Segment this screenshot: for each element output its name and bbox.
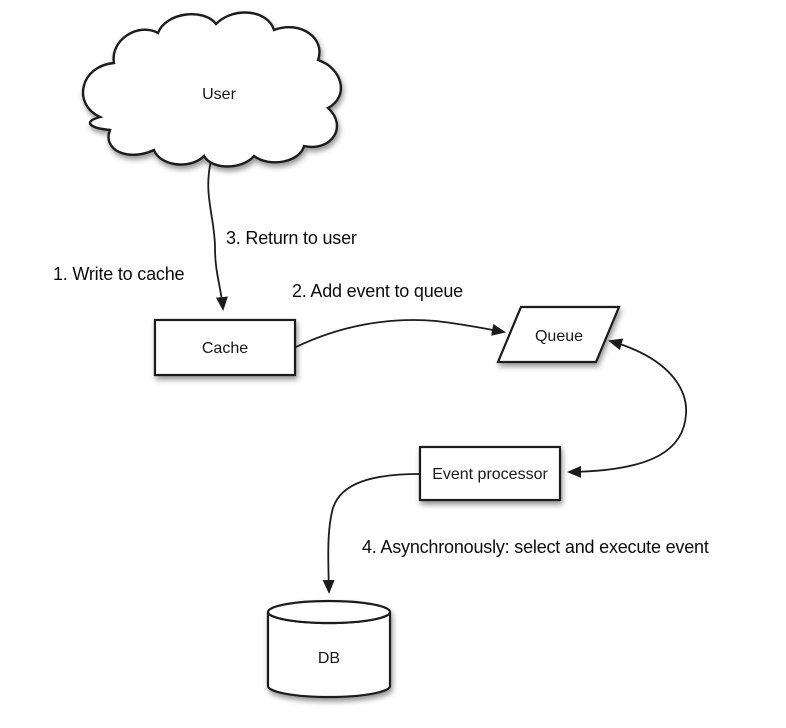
queue-parallelogram (496, 305, 621, 364)
node-cache: Cache (153, 318, 297, 377)
edge-queue-event-processor (567, 338, 687, 478)
cache-box (153, 318, 297, 377)
edge-event-processor-to-db (322, 473, 421, 594)
node-event-processor: Event processor (418, 445, 562, 502)
edge-user-to-cache (207, 160, 228, 311)
event-processor-box (418, 445, 562, 502)
edge-label-async-execute: 4. Asynchronously: select and execute ev… (362, 537, 709, 557)
node-label-db: DB (318, 650, 340, 667)
node-label-cache: Cache (202, 340, 248, 357)
cloud-shape (81, 11, 342, 168)
edge-cache-to-queue (295, 319, 506, 348)
node-label-user: User (202, 86, 236, 103)
node-queue: Queue (496, 305, 621, 364)
edge-label-add-event-to-queue: 2. Add event to queue (292, 281, 463, 301)
edge-label-write-to-cache: 1. Write to cache (53, 264, 185, 284)
db-cylinder-top (266, 599, 392, 625)
edge-label-return-to-user: 3. Return to user (226, 228, 357, 248)
node-label-event-processor: Event processor (432, 466, 548, 483)
node-label-queue: Queue (535, 328, 583, 345)
node-db: DB (266, 599, 392, 699)
node-user: User (81, 11, 342, 168)
